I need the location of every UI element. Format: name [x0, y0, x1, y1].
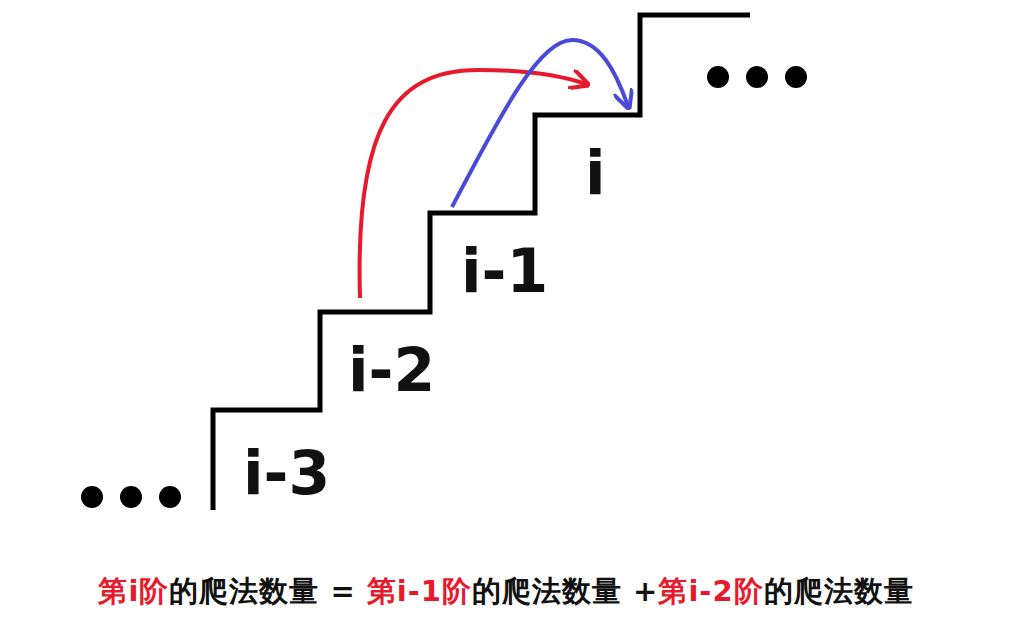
highlighted-term: 第i-2阶: [658, 574, 763, 608]
ellipsis-dots: [81, 66, 807, 508]
step-label: i-2: [348, 340, 435, 400]
one-step-arrow: [452, 40, 628, 207]
caption-run: 的爬法数量 =: [169, 574, 367, 608]
caption-run: 的爬法数量 +: [472, 574, 658, 608]
stair-outline: [213, 15, 750, 510]
step-label: i-3: [243, 443, 330, 503]
step-label: i: [585, 143, 606, 203]
highlighted-term: 第i阶: [98, 574, 169, 608]
formula-caption: 第i阶的爬法数量 = 第i-1阶的爬法数量 +第i-2阶的爬法数量: [0, 574, 1012, 609]
highlighted-term: 第i-1阶: [367, 574, 472, 608]
caption-run: 的爬法数量: [764, 574, 914, 608]
step-label: i-1: [461, 241, 548, 301]
